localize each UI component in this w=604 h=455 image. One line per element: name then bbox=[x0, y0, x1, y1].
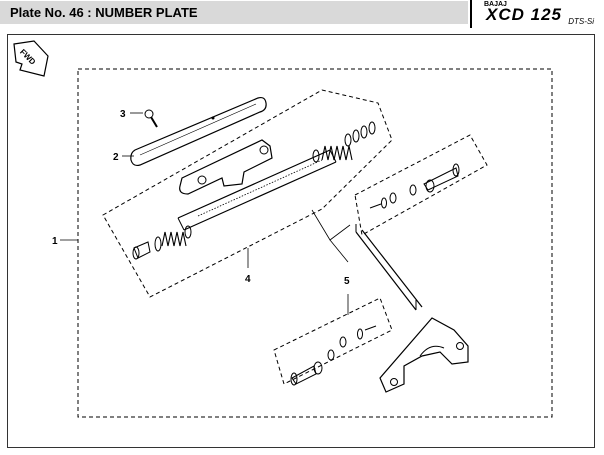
model-variant: DTS-Si bbox=[568, 17, 594, 26]
diagram-frame bbox=[7, 34, 595, 448]
plate-header: Plate No. 46 : NUMBER PLATE BAJAJ XCD 12… bbox=[0, 0, 604, 28]
brand-logo: BAJAJ XCD 125 DTS-Si bbox=[470, 0, 604, 28]
bolt-set-upper bbox=[369, 163, 460, 209]
plate-title: Plate No. 46 : NUMBER PLATE bbox=[10, 5, 198, 20]
mounting-bracket bbox=[132, 121, 376, 260]
hinge-rod bbox=[177, 149, 337, 231]
callout-1: 1 bbox=[52, 236, 58, 247]
callout-3: 3 bbox=[120, 109, 126, 120]
support-stay bbox=[355, 224, 469, 393]
bolt-group-upper-boundary bbox=[354, 134, 488, 236]
model-name: XCD 125 bbox=[486, 5, 562, 24]
fwd-arrow-icon: FWD bbox=[13, 40, 49, 77]
bolt-group-lower-boundary bbox=[273, 297, 393, 385]
callout-5: 5 bbox=[344, 276, 350, 287]
leader-lines bbox=[60, 112, 351, 315]
screw-icon bbox=[144, 109, 158, 128]
brand-name: BAJAJ bbox=[484, 1, 507, 8]
assembly-boundary bbox=[77, 68, 553, 418]
bolt-set-lower bbox=[290, 325, 377, 386]
title-bar: Plate No. 46 : NUMBER PLATE bbox=[0, 1, 468, 24]
bracket-subassembly-boundary bbox=[102, 89, 393, 298]
number-plate bbox=[130, 96, 267, 167]
callout-2: 2 bbox=[113, 152, 119, 163]
callout-4: 4 bbox=[245, 274, 251, 285]
